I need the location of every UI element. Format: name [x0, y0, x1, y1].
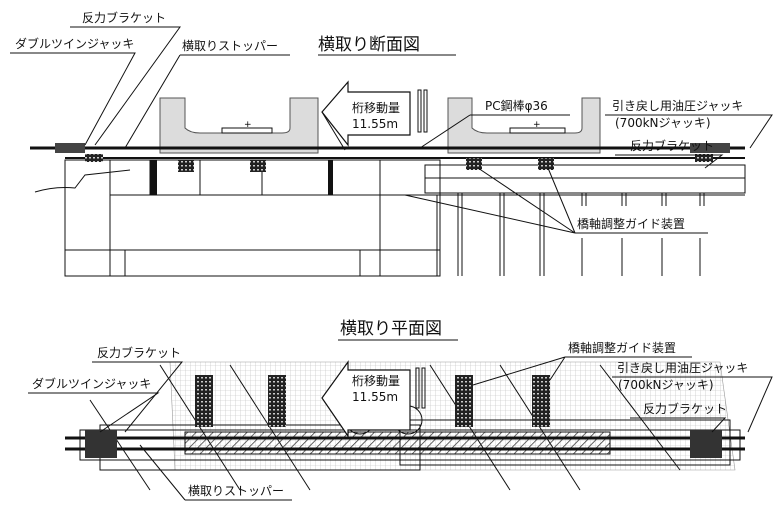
label-reaction-bracket-left: 反力ブラケット: [82, 10, 166, 25]
movement-label: 桁移動量: [352, 101, 400, 115]
girder-left: [159, 97, 319, 154]
movement-value: 11.55m: [352, 117, 398, 131]
svg-text:+: +: [244, 120, 252, 130]
guide-device: [250, 160, 266, 172]
label-reaction-bracket-right: 反力ブラケット: [643, 401, 727, 416]
movement-arrow: 桁移動量 11.55m: [321, 80, 428, 147]
guide-device: [268, 375, 286, 427]
guide-device: [455, 375, 473, 427]
pier-structure: [34, 159, 441, 277]
label-reaction-bracket-left: 反力ブラケット: [97, 345, 181, 360]
section-view: 横取り断面図: [10, 10, 773, 277]
movement-label: 桁移動量: [352, 374, 400, 388]
label-stopper: 横取りストッパー: [182, 39, 278, 53]
label-double-twin-jack: ダブルツインジャッキ: [15, 36, 134, 51]
plan-title: 横取り平面図: [340, 319, 442, 339]
label-pullback-jack-spec: (700kNジャッキ): [618, 378, 714, 392]
double-twin-jack: [55, 143, 85, 153]
movement-arrow: 桁移動量 11.55m: [321, 360, 426, 438]
guide-device: [195, 375, 213, 427]
label-pullback-jack: 引き戻し用油圧ジャッキ: [612, 99, 743, 113]
label-pc-bar: PC鋼棒φ36: [485, 99, 548, 113]
guide-device: [466, 158, 482, 170]
double-twin-jack: [85, 430, 117, 458]
guide-device: [532, 375, 550, 427]
plan-view: 横取り平面図 桁移動量 11.55m 反力ブラケット ダブルツインジャッキ: [28, 319, 773, 501]
pullback-jack: [690, 143, 730, 153]
label-guide-device: 橋軸調整ガイド装置: [577, 216, 685, 231]
label-reaction-bracket-right: 反力ブラケット: [630, 138, 714, 153]
label-double-twin-jack: ダブルツインジャッキ: [32, 376, 151, 391]
guide-device: [538, 158, 554, 170]
guide-device: [178, 160, 194, 172]
movement-value: 11.55m: [352, 390, 398, 404]
pullback-jack: [690, 430, 722, 458]
section-title: 横取り断面図: [318, 35, 420, 55]
label-stopper: 横取りストッパー: [188, 484, 284, 498]
girder-right: [447, 97, 601, 154]
stopper-beam: [184, 431, 611, 455]
adjacent-girder-structure: [380, 164, 746, 276]
svg-text:+: +: [533, 120, 541, 130]
label-pullback-jack-spec: (700kNジャッキ): [615, 116, 711, 130]
label-guide-device: 橋軸調整ガイド装置: [568, 340, 676, 355]
label-pullback-jack: 引き戻し用油圧ジャッキ: [617, 361, 748, 375]
